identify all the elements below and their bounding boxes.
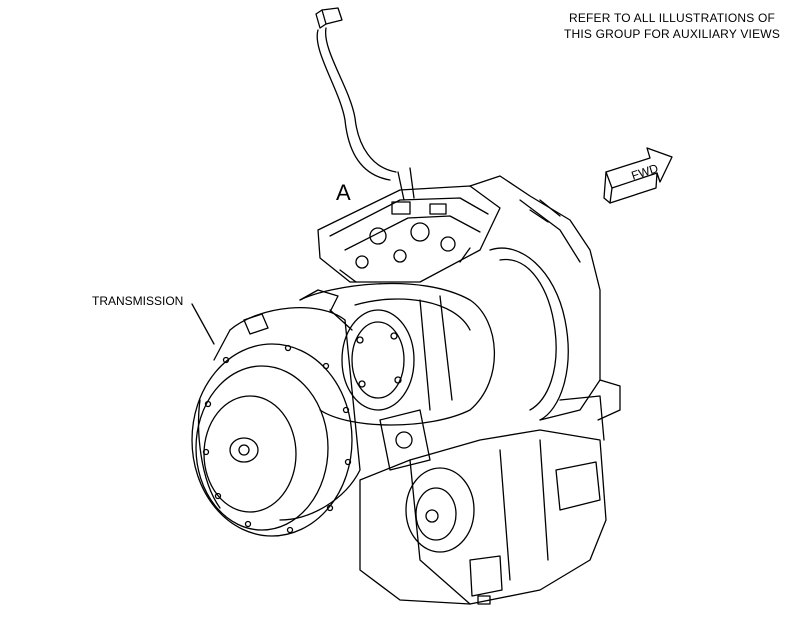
transmission-leader-line xyxy=(191,303,215,345)
fwd-label: FWD xyxy=(630,161,661,183)
transmission-label: TRANSMISSION xyxy=(92,294,184,308)
housing-bolts xyxy=(202,344,352,534)
forward-arrow-icon xyxy=(603,147,673,204)
right-housing xyxy=(469,175,621,421)
transmission-drum xyxy=(299,282,496,426)
auxiliary-views-note: REFER TO ALL ILLUSTRATIONS OF THIS GROUP… xyxy=(540,10,804,42)
valve-body xyxy=(317,167,501,283)
note-line-2: THIS GROUP FOR AUXILIARY VIEWS xyxy=(563,27,781,41)
torque-converter-housing xyxy=(191,289,361,537)
lower-gear-case xyxy=(359,395,607,605)
view-a-label: A xyxy=(336,180,351,205)
note-line-1: REFER TO ALL ILLUSTRATIONS OF xyxy=(568,11,776,25)
wire-harness xyxy=(315,7,397,181)
